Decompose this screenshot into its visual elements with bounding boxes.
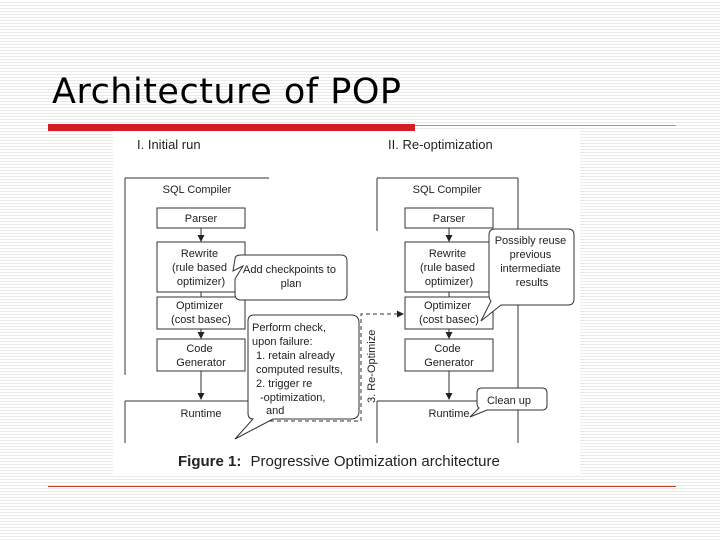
reopt-codegen-line-2: Generator bbox=[424, 357, 474, 369]
initial-codegen-line-1: Code bbox=[186, 343, 212, 355]
initial-rewrite-line-2: (rule based bbox=[172, 262, 227, 274]
initial-rewrite-line-1: Rewrite bbox=[181, 248, 218, 260]
initial-compiler-label: SQL Compiler bbox=[163, 184, 232, 196]
reopt-optimizer-text: Optimizer (cost basec) bbox=[419, 300, 479, 326]
perform-check-line-6: -optimization, bbox=[260, 392, 325, 404]
figure-caption-text: Progressive Optimization architecture bbox=[251, 453, 500, 470]
initial-codegen-box bbox=[156, 338, 246, 372]
perform-check-callout bbox=[234, 314, 360, 440]
perform-check-line-2: upon failure: bbox=[252, 336, 313, 348]
reuse-line-1: Possibly reuse bbox=[495, 235, 567, 247]
initial-codegen-text: Code Generator bbox=[176, 343, 226, 369]
reuse-line-3: intermediate bbox=[500, 263, 561, 275]
checkpoints-callout bbox=[232, 254, 348, 301]
checkpoints-line-2: plan bbox=[281, 278, 302, 290]
reopt-rewrite-text: Rewrite (rule based optimizer) bbox=[420, 248, 478, 288]
reopt-codegen-text: Code Generator bbox=[424, 343, 474, 369]
figure-caption-label: Figure 1: bbox=[178, 453, 241, 470]
initial-optimizer-box bbox=[156, 296, 246, 330]
reopt-rewrite-line-3: optimizer) bbox=[425, 276, 473, 288]
perform-check-line-3: 1. retain already bbox=[256, 350, 335, 362]
initial-rewrite-box bbox=[156, 241, 246, 293]
reuse-line-2: previous bbox=[510, 249, 552, 261]
initial-optimizer-line-1: Optimizer bbox=[176, 300, 223, 312]
cleanup-callout-text: Clean up bbox=[487, 395, 531, 407]
initial-optimizer-text: Optimizer (cost basec) bbox=[171, 300, 231, 326]
reopt-optimizer-line-1: Optimizer bbox=[424, 300, 471, 312]
pop-architecture-diagram: I. Initial run SQL Compiler Parser Rewri… bbox=[124, 137, 575, 470]
perform-check-text: Perform check, upon failure: 1. retain a… bbox=[252, 322, 346, 417]
initial-codegen-line-2: Generator bbox=[176, 357, 226, 369]
reopt-compiler-label: SQL Compiler bbox=[413, 184, 482, 196]
initial-rewrite-line-3: optimizer) bbox=[177, 276, 225, 288]
architecture-figure: I. Initial run SQL Compiler Parser Rewri… bbox=[113, 131, 580, 474]
reuse-callout bbox=[480, 228, 575, 322]
perform-check-line-4: computed results, bbox=[256, 364, 343, 376]
checkpoints-line-1: Add checkpoints to bbox=[243, 264, 336, 276]
initial-run-heading: I. Initial run bbox=[137, 137, 201, 152]
reopt-codegen-box bbox=[404, 338, 494, 372]
page-title: Architecture of POP bbox=[52, 72, 402, 112]
perform-check-line-1: Perform check, bbox=[252, 322, 326, 334]
reopt-codegen-line-1: Code bbox=[434, 343, 460, 355]
perform-check-line-7: and bbox=[266, 405, 284, 417]
reoptimize-dashed-arrow bbox=[270, 310, 404, 422]
reoptimize-label: 3. Re-Optimize bbox=[366, 330, 378, 403]
perform-check-line-5: 2. trigger re bbox=[256, 378, 312, 390]
reopt-rewrite-line-2: (rule based bbox=[420, 262, 475, 274]
initial-optimizer-line-2: (cost basec) bbox=[171, 314, 231, 326]
figure-caption: Figure 1: Progressive Optimization archi… bbox=[178, 453, 500, 470]
title-accent-bar bbox=[48, 124, 415, 131]
reopt-runtime-label: Runtime bbox=[429, 408, 470, 420]
initial-rewrite-text: Rewrite (rule based optimizer) bbox=[172, 248, 230, 288]
bottom-rule bbox=[48, 486, 676, 487]
reopt-heading: II. Re-optimization bbox=[388, 137, 493, 152]
reopt-optimizer-box bbox=[404, 296, 494, 330]
reopt-parser-label: Parser bbox=[433, 213, 466, 225]
cleanup-callout bbox=[469, 387, 548, 418]
reuse-callout-text: Possibly reuse previous intermediate res… bbox=[495, 235, 570, 289]
reopt-optimizer-line-2: (cost basec) bbox=[419, 314, 479, 326]
reuse-line-4: results bbox=[516, 277, 549, 289]
reopt-rewrite-line-1: Rewrite bbox=[429, 248, 466, 260]
initial-runtime-label: Runtime bbox=[181, 408, 222, 420]
checkpoints-callout-text: Add checkpoints to plan bbox=[243, 264, 339, 290]
initial-parser-label: Parser bbox=[185, 213, 218, 225]
